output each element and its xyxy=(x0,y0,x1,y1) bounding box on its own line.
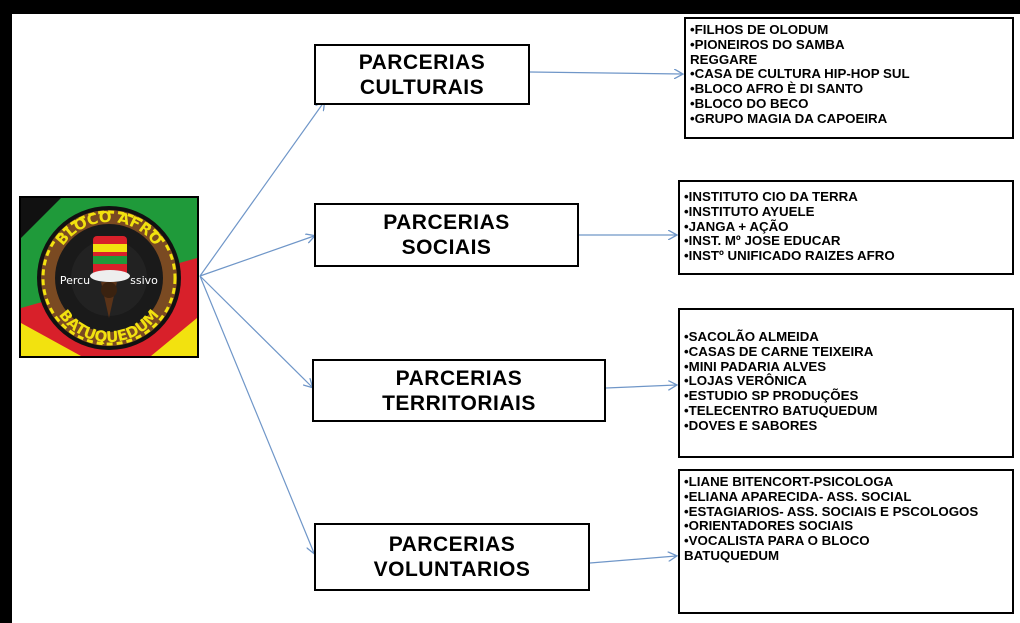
list-item: REGGARE xyxy=(690,51,758,67)
connector-arrows xyxy=(199,14,1020,564)
category-box-voluntarios: PARCERIAS VOLUNTARIOS xyxy=(314,523,590,591)
category-label: PARCERIAS SOCIAIS xyxy=(383,211,510,259)
list-item: •INSTITUTO CIO DA TERRA xyxy=(684,189,858,204)
arrow-logo-to-culturais xyxy=(199,102,324,277)
list-item: •LOJAS VERÔNICA xyxy=(684,373,807,389)
arrow-logo-to-sociais xyxy=(199,236,314,277)
list-item: •FILHOS DE OLODUM xyxy=(690,22,829,37)
list-item: •PIONEIROS DO SAMBA xyxy=(690,36,845,52)
category-box-sociais: PARCERIAS SOCIAIS xyxy=(314,203,579,267)
partners-box-culturais: •FILHOS DE OLODUM •PIONEIROS DO SAMBA RE… xyxy=(684,17,1014,139)
arrow-voluntarios-to-list xyxy=(589,556,676,564)
list-item: •VOCALISTA PARA O BLOCO BATUQUEDUM xyxy=(684,533,870,563)
logo-left-word: Percu xyxy=(60,274,90,287)
list-item: •INSTITUTO AYUELE xyxy=(684,203,815,219)
list-item: •BLOCO AFRO È DI SANTO xyxy=(690,81,864,97)
partners-box-voluntarios: •LIANE BITENCORT-PSICOLOGA •ELIANA APARE… xyxy=(678,469,1014,614)
diagram-canvas: BLOCO AFRO BATUQUEDUM Percu ssivo PARCER… xyxy=(12,14,1020,623)
list-item: •GRUPO MAGIA DA CAPOEIRA xyxy=(690,110,888,126)
category-label: PARCERIAS VOLUNTARIOS xyxy=(373,533,531,581)
category-label: PARCERIAS CULTURAIS xyxy=(358,50,486,99)
partners-box-sociais: •INSTITUTO CIO DA TERRA •INSTITUTO AYUEL… xyxy=(678,180,1014,275)
category-box-territoriais: PARCERIAS TERRITORIAIS xyxy=(312,359,606,422)
arrow-culturais-to-list xyxy=(529,72,682,74)
arrow-logo-to-territoriais xyxy=(199,275,312,387)
category-label: PARCERIAS TERRITORIAIS xyxy=(382,366,536,415)
arrow-logo-to-voluntarios xyxy=(199,275,314,553)
list-item: •TELECENTRO BATUQUEDUM xyxy=(684,402,878,418)
category-box-culturais: PARCERIAS CULTURAIS xyxy=(314,44,530,105)
list-item: •DOVES E SABORES xyxy=(684,417,818,433)
bloco-afro-batuquedum-logo: BLOCO AFRO BATUQUEDUM Percu ssivo xyxy=(19,196,199,358)
list-item: •CASA DE CULTURA HIP-HOP SUL xyxy=(690,66,910,82)
list-item: •BLOCO DO BECO xyxy=(690,95,809,111)
list-item: •INST. Mº JOSE EDUCAR xyxy=(684,233,841,249)
partners-box-territoriais: •SACOLÃO ALMEIDA •CASAS DE CARNE TEIXEIR… xyxy=(678,308,1014,458)
list-item: •MINI PADARIA ALVES xyxy=(684,358,827,374)
list-item: •CASAS DE CARNE TEIXEIRA xyxy=(684,343,874,359)
list-item: •LIANE BITENCORT-PSICOLOGA xyxy=(684,474,894,489)
list-item: •ESTAGIARIOS- ASS. SOCIAIS E PSCOLOGOS xyxy=(684,503,979,519)
list-item: •INSTº UNIFICADO RAIZES AFRO xyxy=(684,248,895,264)
list-item: •JANGA + AÇÃO xyxy=(684,218,789,234)
logo-right-word: ssivo xyxy=(130,274,158,287)
arrow-territoriais-to-list xyxy=(605,385,676,388)
list-item: •ORIENTADORES SOCIAIS xyxy=(684,518,854,534)
list-item: •ELIANA APARECIDA- ASS. SOCIAL xyxy=(684,488,912,504)
list-item: •SACOLÃO ALMEIDA xyxy=(684,329,819,344)
list-item: •ESTUDIO SP PRODUÇÕES xyxy=(684,388,859,404)
